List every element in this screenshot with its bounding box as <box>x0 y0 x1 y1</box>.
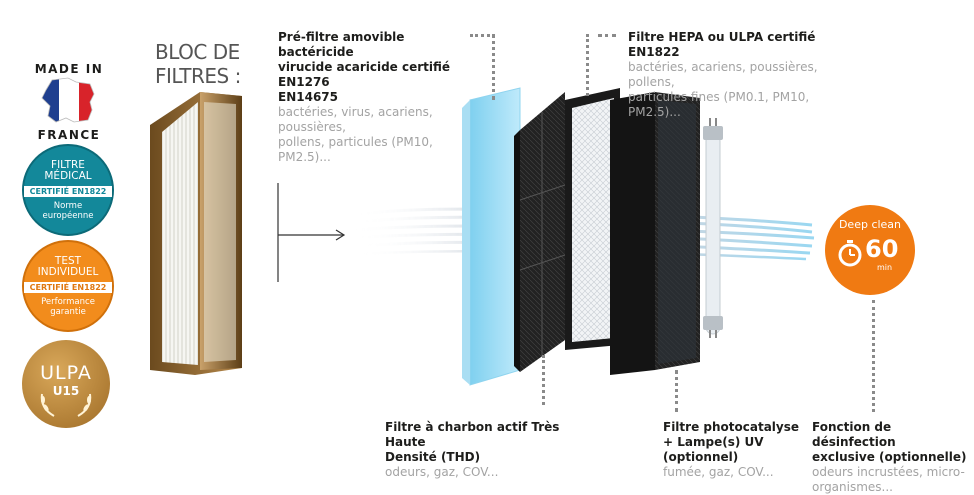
prefilter-description: Pré-filtre amovible bactéricide virucide… <box>278 30 478 165</box>
charcoal-heading-2: Densité (THD) <box>385 450 481 464</box>
prefilter-leader-h <box>470 34 490 37</box>
hepa-heading: Filtre HEPA ou ULPA certifié EN1822 <box>628 30 816 59</box>
france-map-icon <box>41 77 95 123</box>
uv-lamp <box>703 118 723 338</box>
made-in-france-badge: MADE IN FRANCE <box>34 62 104 142</box>
medical-sub2: européenne <box>42 211 94 221</box>
deep-clean-unit: min <box>877 263 893 272</box>
test-individuel-badge: TEST INDIVIDUEL CERTIFIÉ EN1822 Performa… <box>22 240 114 332</box>
laurel-icon <box>40 393 92 417</box>
test-sub2: garantie <box>50 307 86 317</box>
charcoal-panel <box>514 92 566 372</box>
charcoal-heading-1: Filtre à charbon actif Très Haute <box>385 420 560 449</box>
photocatalysis-panel <box>610 92 700 375</box>
medical-sub1: Norme <box>53 201 83 211</box>
prefilter-heading-1: Pré-filtre amovible bactéricide <box>278 30 405 59</box>
prefilter-leader <box>492 34 495 100</box>
filter-block-image <box>150 92 242 375</box>
filtre-medical-badge: FILTRE MÉDICAL CERTIFIÉ EN1822 Norme eur… <box>22 144 114 236</box>
bloc-filtres-title: BLOC DE FILTRES : <box>155 40 241 88</box>
medical-cert: CERTIFIÉ EN1822 <box>24 186 112 197</box>
medical-line2: MÉDICAL <box>44 170 92 182</box>
ulpa-badge: ULPA U15 <box>22 340 110 428</box>
disinfection-description: Fonction de désinfection exclusive (opti… <box>812 420 970 495</box>
charcoal-description: Filtre à charbon actif Très Haute Densit… <box>385 420 585 480</box>
hepa-description: Filtre HEPA ou ULPA certifié EN1822 bact… <box>628 30 858 120</box>
disinfection-heading-1: Fonction de désinfection <box>812 420 896 449</box>
ulpa-title: ULPA <box>40 362 92 384</box>
test-line1: TEST <box>54 255 82 267</box>
photocatalysis-leader <box>675 370 678 412</box>
prefilter-detail-1: bactéries, virus, acariens, poussières, <box>278 105 433 134</box>
bloc-title-line1: BLOC DE <box>155 40 240 64</box>
deep-clean-badge: Deep clean 60 min <box>825 205 915 295</box>
flow-arrow <box>277 183 346 282</box>
prefilter-heading-3: EN14675 <box>278 90 338 104</box>
test-line2: INDIVIDUEL <box>37 266 99 278</box>
photocatalysis-heading-3: (optionnel) <box>663 450 739 464</box>
photocatalysis-description: Filtre photocatalyse + Lampe(s) UV (opti… <box>663 420 803 480</box>
test-cert: CERTIFIÉ EN1822 <box>24 282 112 293</box>
deep-clean-label: Deep clean <box>838 218 902 231</box>
france-label: FRANCE <box>37 128 101 142</box>
photocatalysis-heading-2: + Lampe(s) UV <box>663 435 764 449</box>
disinfection-heading-2: exclusive (optionnelle) <box>812 450 967 464</box>
prefilter-heading-2: virucide acaricide certifié EN1276 <box>278 60 451 89</box>
hepa-panel <box>565 88 620 350</box>
disinfection-leader <box>872 300 875 412</box>
disinfection-detail-2: organismes... <box>812 480 893 494</box>
hepa-leader-h <box>598 34 616 37</box>
bloc-title-line2: FILTRES : <box>155 64 241 88</box>
medical-line1: FILTRE <box>51 159 85 171</box>
timer-icon <box>838 240 862 267</box>
ulpa-grade: U15 <box>52 384 80 398</box>
test-sub1: Performance <box>41 297 95 307</box>
deep-clean-value: 60 <box>865 235 899 263</box>
disinfection-detail-1: odeurs incrustées, micro- <box>812 465 965 479</box>
charcoal-detail: odeurs, gaz, COV... <box>385 465 499 479</box>
hepa-leader <box>586 34 589 96</box>
photocatalysis-detail: fumée, gaz, COV... <box>663 465 774 479</box>
hepa-detail-2: particules fines (PM0.1, PM10, PM2.5)... <box>628 90 810 119</box>
prefilter-detail-2: pollens, particules (PM10, PM2.5)... <box>278 135 433 164</box>
charcoal-leader <box>542 355 545 405</box>
hepa-detail-1: bactéries, acariens, poussières, pollens… <box>628 60 818 89</box>
photocatalysis-heading-1: Filtre photocatalyse <box>663 420 800 434</box>
made-in-label: MADE IN <box>34 62 104 76</box>
